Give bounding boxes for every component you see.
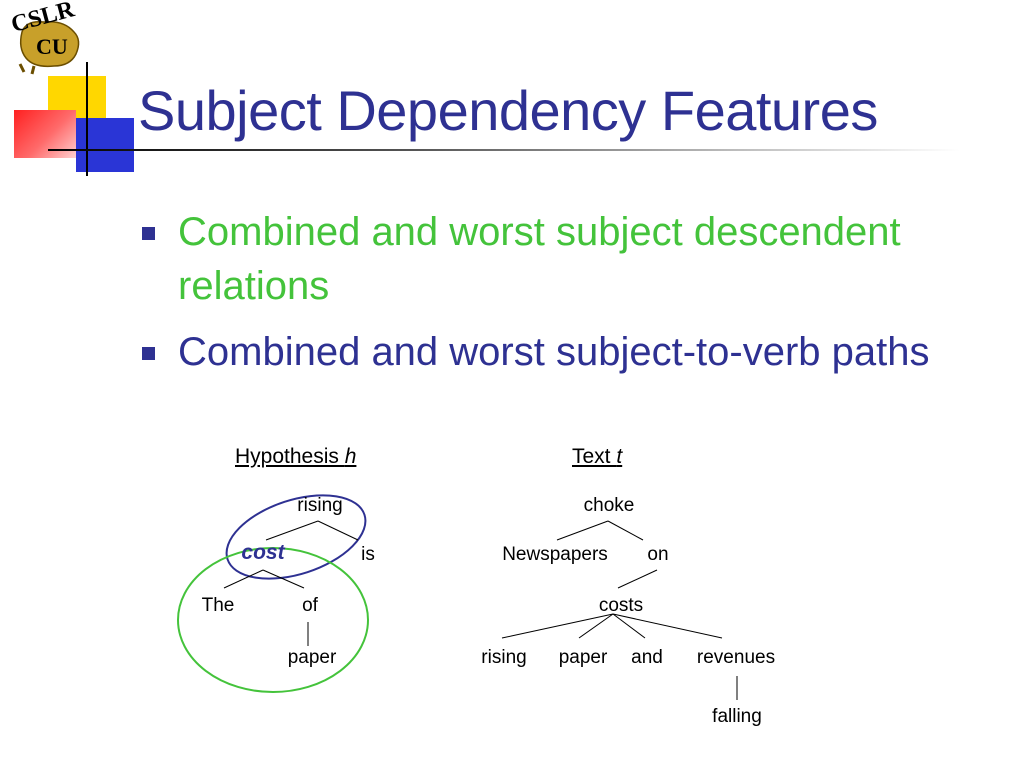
text-node-revenues: revenues xyxy=(696,647,776,668)
hypothesis-edges xyxy=(223,520,359,646)
bullet-item: Combined and worst subject-to-verb paths xyxy=(140,325,1010,379)
bullet-item: Combined and worst subject descendent re… xyxy=(140,205,1010,313)
bullet-square-icon xyxy=(142,227,155,240)
buffalo-logo-icon: CU CSLR xyxy=(8,2,80,75)
text-tree-label: Text t xyxy=(572,445,623,468)
title-rule xyxy=(48,149,960,151)
hyp-node-rising: rising xyxy=(297,495,343,516)
hypothesis-tree-label: Hypothesis h xyxy=(235,445,357,468)
text-node-costs: costs xyxy=(598,595,644,616)
text-edges xyxy=(501,520,738,700)
subject-relation-ellipse xyxy=(225,494,367,580)
bullet-text: Combined and worst subject-to-verb paths xyxy=(178,330,930,374)
hyp-node-cost: cost xyxy=(241,541,285,564)
hyp-node-the: The xyxy=(201,595,235,616)
subject-subtree-ellipse xyxy=(177,547,369,693)
hyp-node-paper: paper xyxy=(287,647,337,668)
bullet-square-icon xyxy=(142,347,155,360)
hyp-node-is: is xyxy=(361,544,375,565)
text-node-paper: paper xyxy=(558,647,608,668)
text-node-newspapers: Newspapers xyxy=(502,544,608,565)
decor-blue-square xyxy=(76,118,134,172)
text-node-and: and xyxy=(631,647,663,668)
bullet-text: Combined and worst subject descendent re… xyxy=(178,210,901,308)
hyp-node-of: of xyxy=(302,595,318,616)
decor-vertical-line xyxy=(86,62,88,176)
text-node-on: on xyxy=(647,544,669,565)
logo-monogram: CU xyxy=(36,34,68,59)
page-title: Subject Dependency Features xyxy=(138,79,878,142)
text-node-falling: falling xyxy=(712,706,762,727)
text-node-rising: rising xyxy=(481,647,527,668)
bullet-list: Combined and worst subject descendent re… xyxy=(140,205,1010,391)
text-node-choke: choke xyxy=(583,495,635,516)
